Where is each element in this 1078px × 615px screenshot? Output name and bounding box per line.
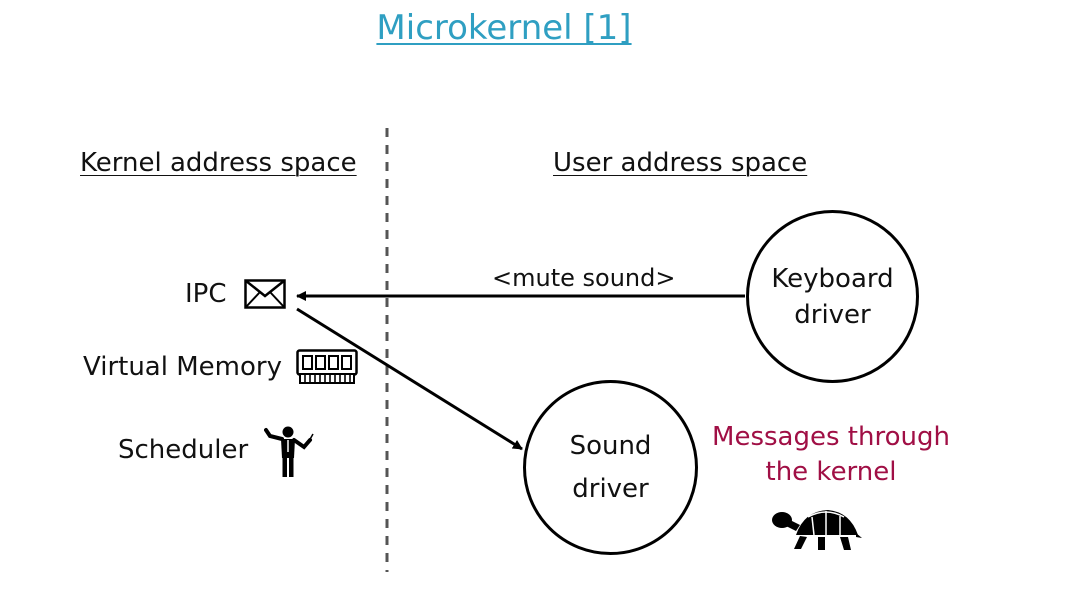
user-address-space-heading: User address space bbox=[553, 148, 808, 178]
conductor-icon bbox=[264, 425, 314, 483]
note-line-2: the kernel bbox=[765, 457, 897, 487]
turtle-icon bbox=[770, 505, 862, 557]
envelope-icon bbox=[244, 279, 286, 313]
arrow-ipc-to-sound bbox=[296, 307, 523, 451]
ipc-label: IPC bbox=[185, 279, 227, 309]
sound-driver-label-line-1: Sound bbox=[569, 430, 652, 461]
keyboard-driver-label-line-1: Keyboard bbox=[771, 263, 894, 294]
memory-chip-icon bbox=[296, 349, 358, 389]
messages-through-kernel-note: Messages through the kernel bbox=[700, 420, 962, 490]
scheduler-label: Scheduler bbox=[118, 435, 249, 465]
note-line-1: Messages through bbox=[712, 422, 950, 452]
virtual-memory-label: Virtual Memory bbox=[83, 352, 282, 382]
kernel-address-space-heading: Kernel address space bbox=[80, 148, 357, 178]
keyboard-driver-node: Keyboard driver bbox=[746, 210, 919, 383]
mute-sound-message-label: <mute sound> bbox=[492, 264, 676, 292]
sound-driver-node: Sound driver bbox=[523, 380, 698, 555]
slide-title[interactable]: Microkernel [1] bbox=[376, 8, 632, 48]
keyboard-driver-label-line-2: driver bbox=[794, 299, 871, 330]
sound-driver-label-line-2: driver bbox=[572, 473, 649, 504]
